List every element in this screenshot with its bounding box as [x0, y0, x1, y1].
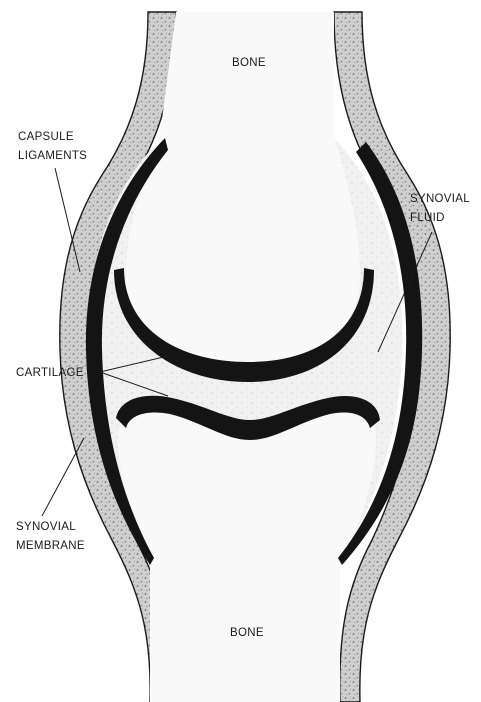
label-capsule-ligaments-1: CAPSULE	[18, 131, 74, 143]
label-bone-bottom: BONE	[230, 627, 264, 639]
label-synovial-membrane-1: SYNOVIAL	[16, 521, 76, 533]
label-capsule-ligaments-2: LIGAMENTS	[18, 150, 87, 162]
label-synovial-fluid-1: SYNOVIAL	[410, 193, 470, 205]
label-synovial-fluid-2: FLUID	[410, 212, 445, 224]
leader-membrane	[42, 438, 84, 516]
lower-bone	[118, 404, 376, 702]
label-synovial-membrane-2: MEMBRANE	[16, 540, 85, 552]
label-cartilage: CARTILAGE	[16, 367, 84, 379]
label-bone-top: BONE	[232, 57, 266, 69]
